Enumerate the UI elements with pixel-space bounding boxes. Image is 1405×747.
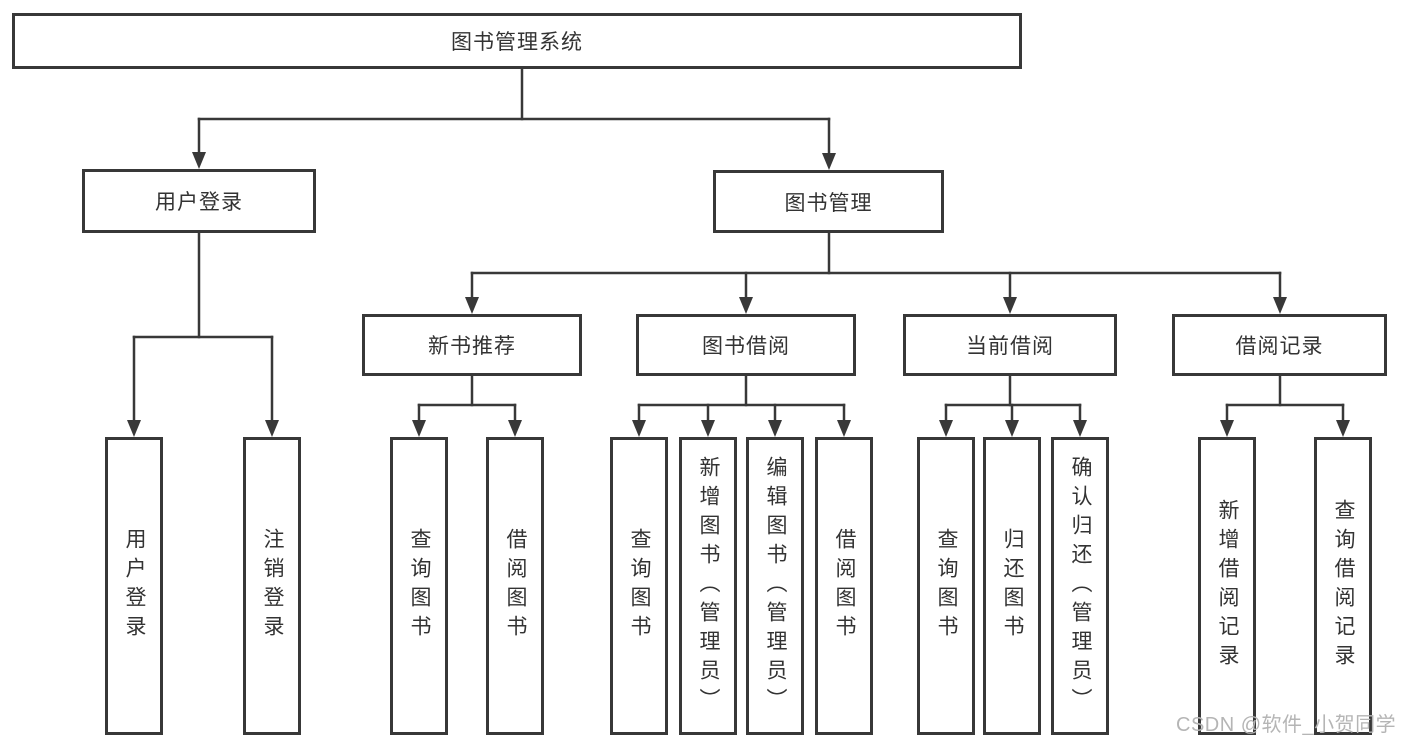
node-current-query-books: 查询图书 [917,437,975,735]
node-borrowing-records: 借阅记录 [1172,314,1387,376]
node-user-login-group: 用户登录 [82,169,316,233]
node-borrowing-borrow-books: 借阅图书 [815,437,873,735]
node-book-management: 图书管理 [713,170,944,233]
node-records-query-record: 查询借阅记录 [1314,437,1372,735]
node-current-confirm-return-admin: 确认归还（管理员） [1051,437,1109,735]
node-borrowing-query-books: 查询图书 [610,437,668,735]
node-current-borrowing: 当前借阅 [903,314,1117,376]
node-borrowing-add-books-admin: 新增图书（管理员） [679,437,737,735]
node-root: 图书管理系统 [12,13,1022,69]
arrowheads [127,152,1350,437]
node-user-login-action: 用户登录 [105,437,163,735]
node-current-return-books: 归还图书 [983,437,1041,735]
node-records-add-record: 新增借阅记录 [1198,437,1256,735]
node-book-borrowing: 图书借阅 [636,314,856,376]
node-borrowing-edit-books-admin: 编辑图书（管理员） [746,437,804,735]
node-new-book-recommend: 新书推荐 [362,314,582,376]
node-recommend-query-books: 查询图书 [390,437,448,735]
node-logout: 注销登录 [243,437,301,735]
node-recommend-borrow-books: 借阅图书 [486,437,544,735]
